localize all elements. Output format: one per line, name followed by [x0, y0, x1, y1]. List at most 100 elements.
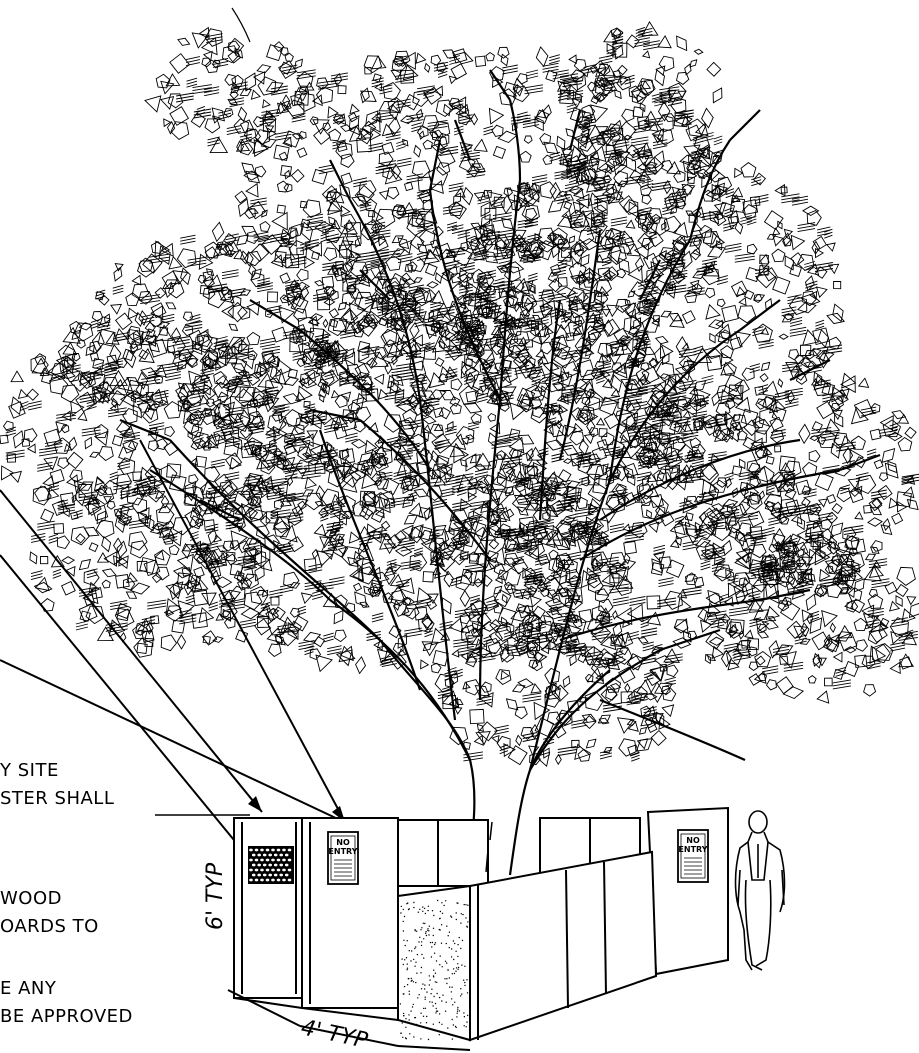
leaf-mark — [746, 215, 757, 226]
leaf-mark — [437, 689, 452, 700]
leaf-mark — [837, 541, 850, 554]
leaf-mark — [396, 140, 406, 150]
leaf-mark — [557, 554, 575, 566]
leaf-mark — [528, 272, 538, 283]
leaf-mark — [332, 541, 349, 558]
leaf-mark — [831, 555, 843, 566]
leaf-mark — [412, 90, 429, 108]
stipple-dot — [452, 1024, 455, 1026]
leaf-mark — [716, 176, 733, 193]
leaf-mark — [508, 338, 526, 355]
leaf-mark — [836, 573, 849, 586]
leaf-mark — [802, 205, 820, 217]
leaf-mark — [258, 449, 280, 471]
leaf-mark — [624, 236, 635, 247]
leaf-mark — [533, 701, 551, 721]
leaf-mark — [352, 582, 363, 592]
leaf-mark — [780, 186, 788, 194]
leaf-mark — [460, 241, 470, 252]
stipple-dot — [452, 940, 455, 942]
leaf-mark — [266, 487, 285, 498]
leaf-mark — [516, 543, 531, 554]
stipple-dot — [402, 963, 404, 966]
leaf-mark — [890, 631, 904, 645]
leaf-mark — [777, 475, 796, 493]
leaf-mark — [370, 351, 389, 368]
leaf-mark — [628, 85, 642, 99]
leaf-mark — [529, 595, 542, 608]
leaf-mark — [641, 21, 659, 37]
leaf-mark — [817, 429, 837, 448]
stipple-dot — [441, 912, 444, 914]
leaf-mark — [688, 394, 707, 412]
leaf-mark — [777, 220, 783, 230]
leaf-mark — [451, 649, 460, 658]
leaf-mark — [291, 293, 306, 308]
leaf-mark — [726, 629, 737, 636]
leaf-mark — [224, 452, 243, 470]
leaf-mark — [871, 540, 883, 552]
leaf-mark — [333, 426, 348, 440]
leaf-mark — [438, 365, 455, 383]
leaf-mark — [625, 219, 636, 229]
leaf-mark — [817, 498, 828, 508]
leaf-mark — [664, 192, 676, 211]
leaf-mark — [212, 411, 220, 425]
leaf-mark — [354, 236, 362, 248]
leaf-mark — [417, 221, 434, 232]
stipple-dot — [424, 998, 426, 1000]
leaf-mark — [466, 235, 481, 251]
leaf-mark — [490, 388, 499, 403]
leaf-mark — [705, 303, 721, 320]
leaf-mark — [380, 301, 397, 312]
stipple-dot — [453, 958, 455, 961]
leaf-mark — [236, 578, 250, 591]
leaf-mark — [822, 636, 839, 653]
leaf-mark — [378, 388, 389, 400]
leaf-mark — [597, 137, 605, 145]
leaf-mark — [819, 568, 831, 582]
leaf-mark — [634, 256, 645, 273]
leaf-mark — [528, 659, 539, 670]
leaf-mark — [788, 295, 808, 316]
leaf-mark — [703, 266, 710, 276]
leaf-mark — [724, 416, 738, 431]
leaf-mark — [335, 260, 345, 270]
leaf-mark — [483, 635, 493, 646]
leaf-mark — [31, 357, 50, 374]
leaf-mark — [569, 167, 581, 178]
leaf-mark — [730, 624, 739, 633]
leaf-mark — [749, 617, 762, 628]
leaf-mark — [237, 306, 251, 320]
leaf-mark — [176, 634, 187, 650]
leaf-mark — [568, 261, 587, 279]
leaf-mark — [561, 170, 572, 180]
leaf-mark — [196, 105, 206, 116]
leaf-mark — [785, 361, 803, 373]
leaf-mark — [833, 668, 845, 680]
leaf-mark — [372, 73, 382, 83]
leaf-mark — [113, 508, 123, 517]
leaf-mark — [429, 289, 445, 305]
stipple-dot — [467, 904, 469, 906]
leaf-mark — [340, 328, 356, 339]
leaf-mark — [502, 64, 518, 75]
leaf-mark — [639, 373, 648, 387]
leaf-mark — [148, 486, 157, 496]
leaf-mark — [448, 345, 459, 354]
leaf-mark — [290, 497, 309, 515]
leaf-mark — [402, 294, 411, 304]
leaf-mark — [229, 97, 245, 108]
leaf-mark — [416, 126, 429, 139]
leaf-mark — [510, 631, 530, 643]
mesh-hole — [257, 863, 262, 867]
leaf-mark — [627, 690, 643, 705]
leaf-mark — [625, 403, 635, 413]
leaf-mark — [774, 183, 786, 197]
stipple-dot — [415, 946, 417, 948]
leaf-mark — [164, 281, 175, 299]
leaf-mark — [641, 50, 651, 59]
leaf-mark — [766, 484, 775, 495]
leaf-mark — [225, 553, 238, 566]
leaf-mark — [627, 265, 643, 283]
